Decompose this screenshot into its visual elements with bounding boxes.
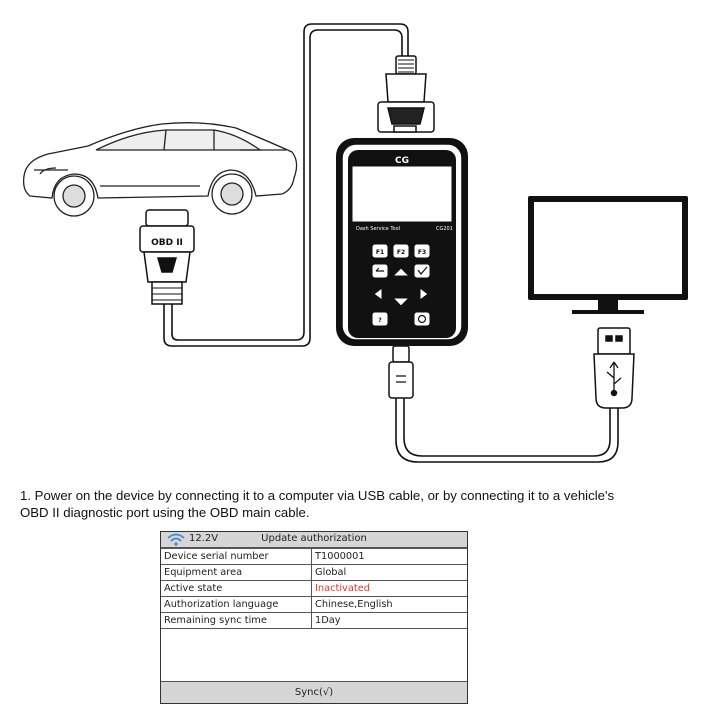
row-label: Equipment area [161, 564, 312, 581]
authorization-table: Device serial number T1000001 Equipment … [161, 548, 467, 629]
check-icon [413, 263, 431, 279]
help-label: ? [378, 317, 382, 324]
device-model: CG201 [436, 226, 453, 232]
row-label: Active state [161, 580, 312, 597]
f2-key [392, 243, 410, 259]
left-icon [373, 287, 383, 301]
f2-label: F2 [397, 249, 405, 256]
obd-label: OBD II [151, 238, 183, 248]
update-authorization-screen: 12.2V Update authorization Device serial… [160, 531, 468, 704]
micro-usb-plug [388, 345, 414, 399]
help-key [371, 311, 389, 327]
table-row: Authorization language Chinese,English [161, 596, 467, 613]
row-value: Global [311, 564, 467, 581]
usb-cable [395, 398, 619, 463]
instruction-text: 1. Power on the device by connecting it … [20, 487, 710, 521]
table-row: Remaining sync time 1Day [161, 612, 467, 629]
row-label: Device serial number [161, 548, 312, 565]
row-label: Remaining sync time [161, 612, 312, 629]
down-icon [391, 297, 411, 307]
voltage-readout: 12.2V [189, 533, 219, 544]
monitor-illustration [528, 196, 688, 314]
f1-key [371, 243, 389, 259]
row-value: T1000001 [311, 548, 467, 565]
obd-main-cable [163, 23, 409, 347]
row-value: 1Day [311, 612, 467, 629]
f3-label: F3 [418, 249, 426, 256]
device-name: Dash Service Tool [356, 226, 400, 232]
car-illustration [22, 122, 298, 217]
f1-label: F1 [376, 249, 384, 256]
device-logo: CG [395, 156, 409, 166]
wifi-icon [167, 533, 185, 546]
up-icon [391, 267, 411, 277]
active-state-value: Inactivated [311, 580, 467, 597]
obd-connector: OBD II [139, 209, 195, 305]
cg201-device: CG Dash Service Tool CG201 F1 F2 F3 ? [336, 138, 468, 346]
table-row: Active state Inactivated [161, 580, 467, 597]
usb-plug [593, 327, 635, 409]
screen-title: Update authorization [261, 533, 367, 544]
right-icon [419, 287, 429, 301]
status-bar: 12.2V Update authorization [161, 532, 467, 548]
instruction-line-1: 1. Power on the device by connecting it … [20, 488, 615, 503]
db-connector [377, 55, 435, 133]
table-row: Device serial number T1000001 [161, 548, 467, 565]
instruction-line-2: OBD II diagnostic port using the OBD mai… [20, 505, 310, 520]
row-value: Chinese,English [311, 596, 467, 613]
power-icon [413, 311, 431, 327]
sync-button[interactable]: Sync(√) [161, 681, 467, 703]
row-label: Authorization language [161, 596, 312, 613]
table-row: Equipment area Global [161, 564, 467, 581]
f3-key [413, 243, 431, 259]
connection-diagram: OBD II CG Dash Service Tool CG201 F1 [22, 23, 688, 463]
